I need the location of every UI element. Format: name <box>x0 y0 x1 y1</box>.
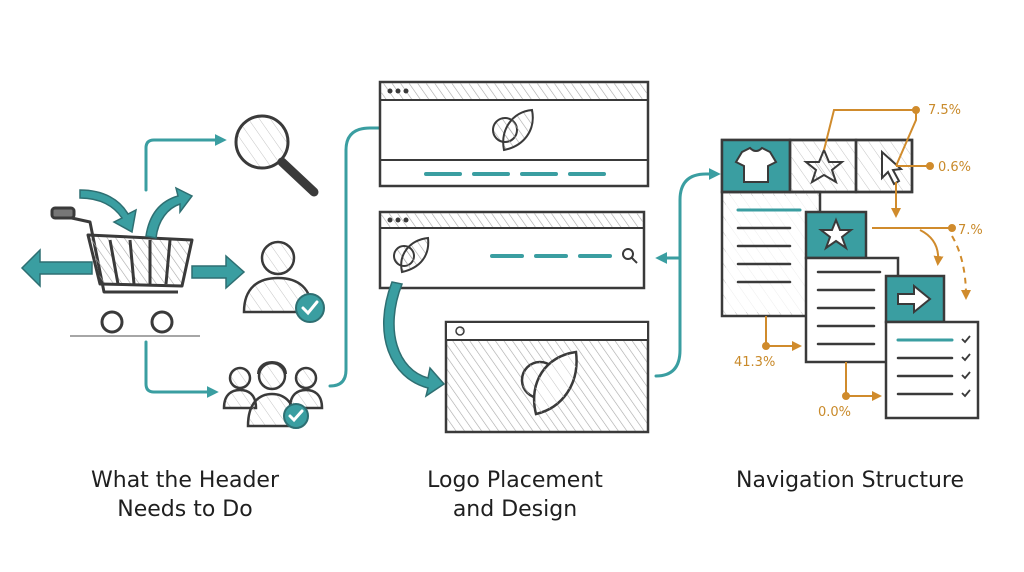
stat-label-1: 7.5% <box>928 103 961 118</box>
magnifier-icon <box>234 114 319 197</box>
arrow-right-icon <box>897 283 932 315</box>
section-header-needs <box>20 114 479 429</box>
leaf-logo-icon <box>393 236 430 274</box>
search-icon <box>622 248 638 264</box>
section-title-line: Needs to Do <box>117 497 253 522</box>
stat-label-5: 0.0% <box>818 405 851 420</box>
connector-to-logo <box>328 122 479 388</box>
leaf-logo-icon <box>520 350 578 416</box>
cart-connectors <box>144 134 227 398</box>
stat-label-3: 7.% <box>958 223 983 238</box>
stat-label-2: 0.6% <box>938 160 971 175</box>
nav-top-bar <box>720 138 914 194</box>
stat-label-4: 41.3% <box>734 355 775 370</box>
browser-window-middle <box>378 210 646 290</box>
tshirt-icon <box>734 146 778 183</box>
dropdown-panel-1 <box>720 190 822 318</box>
up-arrow-icon <box>145 186 194 239</box>
analytics-connectors <box>762 106 971 401</box>
left-arrow-icon <box>20 248 93 288</box>
dropdown-panel-2 <box>804 210 900 364</box>
section-title-header-needs: What the Header Needs to Do <box>70 466 300 524</box>
browser-window-top <box>378 80 650 188</box>
browser-window-bottom <box>444 320 650 434</box>
user-check-icon <box>242 240 325 323</box>
cart-flow-arrows <box>20 186 246 290</box>
section-title-line: What the Header <box>91 468 279 493</box>
star-icon <box>803 147 845 185</box>
section-title-line: Logo Placement <box>427 468 603 493</box>
right-arrow-icon <box>191 254 246 290</box>
checkmark-icon <box>961 335 971 398</box>
shopping-cart-icon <box>50 206 200 337</box>
connector-logo-to-nav <box>654 168 721 378</box>
section-title-line: and Design <box>452 497 578 522</box>
star-icon <box>818 217 854 251</box>
section-logo-placement <box>378 80 650 434</box>
leaf-logo-icon <box>492 108 534 152</box>
section-title-line: Navigation Structure <box>736 468 964 493</box>
down-arrow-icon <box>79 189 138 234</box>
section-title-navigation-structure: Navigation Structure <box>720 466 980 495</box>
dropdown-panel-3 <box>884 274 980 420</box>
curve-arrow-icon <box>383 281 446 398</box>
section-navigation-structure: 7.5% 0.6% 7.% 41.3% 0.0% <box>720 103 983 420</box>
support-team-icon <box>222 361 324 429</box>
section-title-logo-placement: Logo Placement and Design <box>400 466 630 524</box>
